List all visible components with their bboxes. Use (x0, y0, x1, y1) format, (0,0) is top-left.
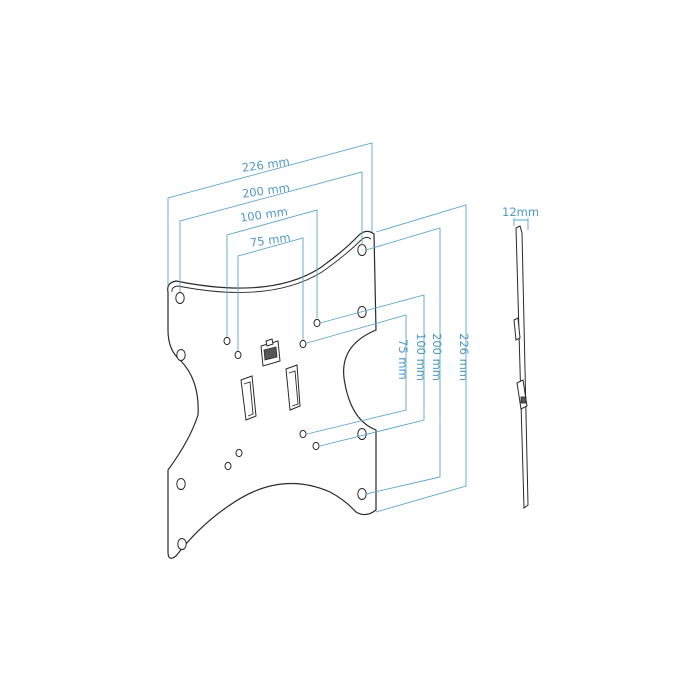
hole-bottom-left-outer (177, 538, 187, 550)
side-profile: 12mm (502, 205, 539, 509)
plate-outline (167, 230, 377, 559)
vertical-dimensions: 75 mm 100 mm 200 mm 226 mm (306, 204, 471, 513)
label-height-226: 226 mm (457, 333, 471, 381)
label-depth-12: 12mm (502, 205, 539, 219)
dim-12-depth (513, 218, 529, 230)
hole-top-left-inner (176, 349, 186, 361)
hole-100-top-right (313, 318, 321, 328)
hole-100-top-left (223, 336, 231, 346)
hole-bottom-right-outer (357, 488, 367, 500)
hole-bottom-left-inner (176, 478, 186, 490)
hole-75-top-right (299, 339, 307, 349)
dim-200-horizontal (179, 171, 363, 292)
slot-right (285, 364, 301, 411)
side-screw (520, 396, 527, 404)
hole-bottom-right-inner (357, 428, 367, 440)
label-height-200: 200 mm (430, 333, 444, 381)
dim-200-vertical (365, 227, 441, 495)
label-width-100: 100 mm (239, 204, 288, 225)
hole-100-bottom-right (312, 441, 320, 451)
hole-top-right-outer (357, 244, 367, 256)
side-plate (515, 225, 529, 509)
dim-226-vertical (375, 204, 467, 513)
center-lock (260, 338, 281, 367)
hole-75-top-left (234, 350, 242, 360)
hole-top-left-outer (175, 292, 185, 304)
corner-holes (175, 244, 367, 550)
dim-75-horizontal (237, 237, 304, 351)
hole-75-bottom-right (299, 429, 307, 439)
dim-75-vertical (306, 314, 407, 435)
hole-75-bottom-left (235, 448, 243, 458)
dim-100-vertical (319, 294, 425, 447)
label-width-226: 226 mm (241, 154, 290, 175)
inner-holes (223, 318, 321, 471)
label-height-75: 75 mm (396, 339, 410, 380)
horizontal-dimensions: 226 mm 200 mm 100 mm 75 mm (167, 142, 373, 351)
dim-226-horizontal (167, 142, 373, 286)
side-bracket (513, 317, 521, 341)
hanging-slots (240, 364, 301, 421)
label-width-200: 200 mm (241, 180, 290, 201)
dim-100-horizontal (226, 209, 318, 337)
label-height-100: 100 mm (414, 333, 428, 381)
mounting-plate (167, 230, 377, 559)
label-width-75: 75 mm (249, 230, 291, 250)
hole-100-bottom-left (224, 461, 232, 471)
